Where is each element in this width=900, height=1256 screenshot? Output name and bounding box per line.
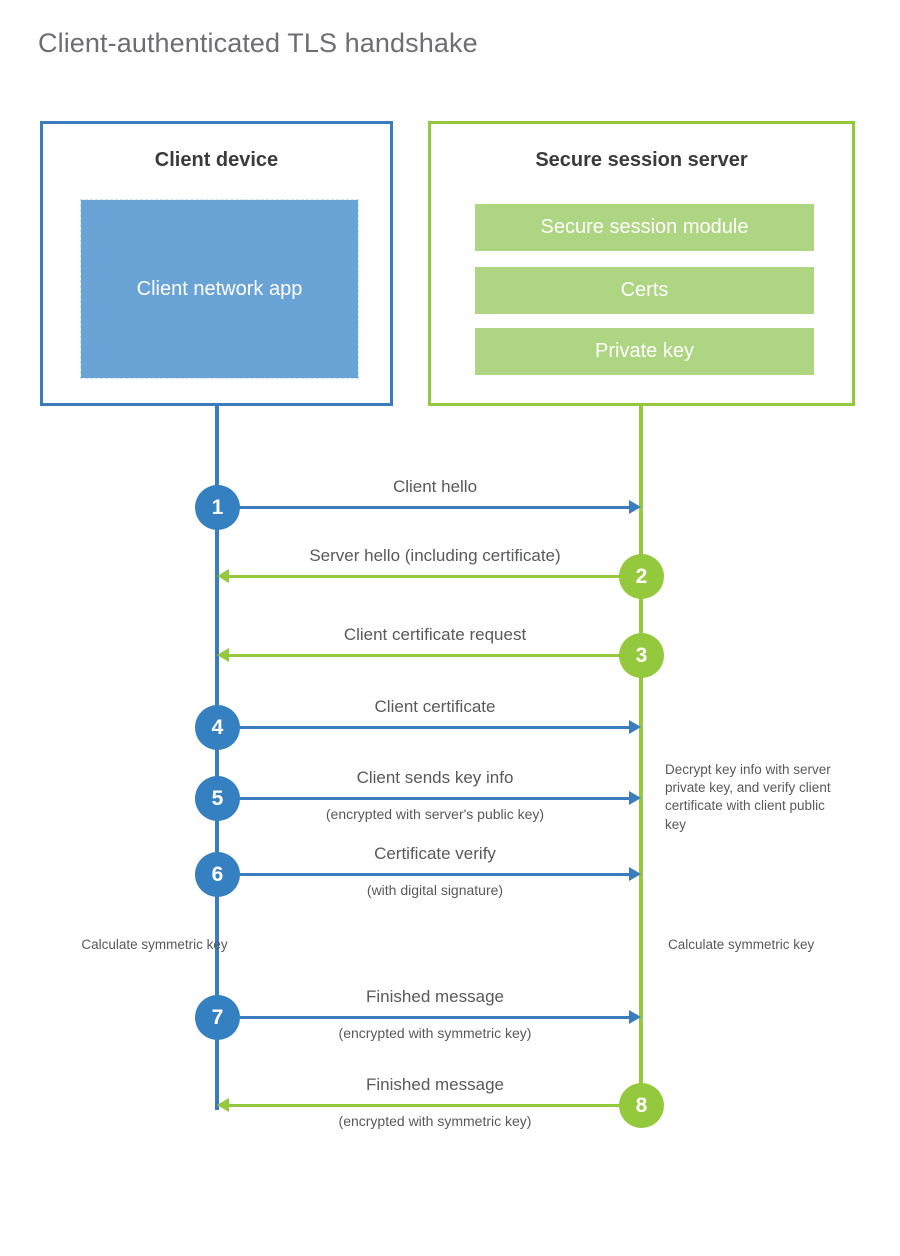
arrow-head-icon [629, 720, 641, 734]
client-lifeline [215, 406, 219, 1110]
arrow-head-icon [629, 791, 641, 805]
step-number-badge-7: 7 [195, 995, 240, 1040]
step-number-badge-2: 2 [619, 554, 664, 599]
arrow-head-icon [629, 1010, 641, 1024]
annotation-server-calculate-symmetric-key: Calculate symmetric key [668, 937, 815, 952]
page-title: Client-authenticated TLS handshake [38, 28, 478, 58]
step-number-badge-8: 8 [619, 1083, 664, 1128]
secure-session-server-box: Secure session server Secure session mod… [428, 121, 855, 406]
arrow-line [217, 726, 631, 729]
server-bar-certs: Certs [475, 267, 814, 314]
server-bar-secure-session-module: Secure session module [475, 204, 814, 251]
arrow-line [227, 575, 641, 578]
message-label: Client hello [392, 477, 478, 496]
arrow-head-icon [629, 500, 641, 514]
server-bar-private-key: Private key [475, 328, 814, 375]
arrow-line [217, 873, 631, 876]
step-number-badge-6: 6 [195, 852, 240, 897]
annotation-client-calculate-symmetric-key: Calculate symmetric key [81, 937, 228, 952]
message-label: Certificate verify [374, 844, 496, 863]
annotation-server-decrypt: Decrypt key info with server private key… [665, 762, 831, 832]
message-label: Finished message [366, 987, 504, 1006]
arrow-line [217, 506, 631, 509]
arrow-line [217, 797, 631, 800]
message-sublabel: (with digital signature) [366, 882, 504, 898]
arrow-head-icon [217, 648, 229, 662]
step-number-badge-1: 1 [195, 485, 240, 530]
message-label: Client certificate [374, 697, 496, 716]
message-sublabel: (encrypted with server's public key) [325, 806, 545, 822]
message-label: Client certificate request [343, 625, 527, 644]
step-number-badge-5: 5 [195, 776, 240, 821]
client-device-title: Client device [154, 149, 279, 171]
arrow-line [217, 1016, 631, 1019]
message-sublabel: (encrypted with symmetric key) [338, 1025, 532, 1041]
step-number-badge-4: 4 [195, 705, 240, 750]
message-label: Client sends key info [356, 768, 514, 787]
step-number-badge-3: 3 [619, 633, 664, 678]
message-label: Finished message [366, 1075, 504, 1094]
server-lifeline [639, 406, 643, 1105]
arrow-head-icon [217, 1098, 229, 1112]
arrow-line [227, 1104, 641, 1107]
arrow-head-icon [217, 569, 229, 583]
message-sublabel: (encrypted with symmetric key) [338, 1113, 532, 1129]
arrow-line [227, 654, 641, 657]
client-device-box: Client device Client network app [40, 121, 393, 406]
arrow-head-icon [629, 867, 641, 881]
message-label: Server hello (including certificate) [309, 546, 561, 565]
client-network-app-block: Client network app [80, 199, 359, 379]
secure-session-server-title: Secure session server [535, 149, 748, 171]
